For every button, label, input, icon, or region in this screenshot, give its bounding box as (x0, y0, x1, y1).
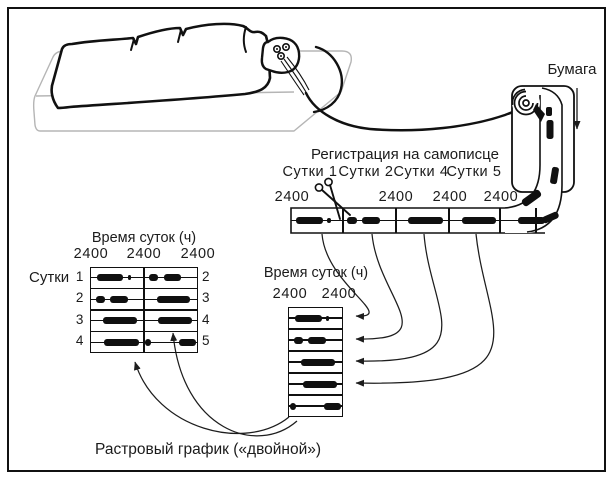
single-raster-plot (288, 307, 343, 417)
plot-row-separator (90, 330, 198, 333)
activity-bar (347, 217, 357, 224)
activity-bar (178, 338, 197, 346)
activity-bar (110, 295, 128, 303)
activity-bar (461, 217, 496, 224)
double-plot-tick-label: 2400 (126, 246, 162, 262)
strip-divider (448, 208, 450, 233)
arrow-day3 (355, 233, 443, 365)
row-number-right: 2 (202, 268, 211, 284)
scissors-icon (314, 177, 351, 220)
activity-bar (301, 358, 336, 366)
eeg-wires (280, 56, 310, 96)
strip-divider (342, 208, 344, 233)
row-number-right: 3 (202, 290, 211, 306)
activity-bar (145, 338, 152, 346)
activity-bar (325, 315, 329, 321)
paper-label: Бумага (547, 61, 597, 78)
strip-day-label: Сутки 2 (338, 164, 394, 180)
activity-bar (103, 317, 137, 325)
activity-bar (293, 336, 304, 344)
arrow-replot-2 (170, 332, 298, 437)
activity-bar (95, 295, 105, 303)
replot-arrows (134, 332, 298, 437)
double-plot-side-label: Сутки (29, 269, 70, 286)
strip-to-plot-arrows (321, 233, 495, 387)
activity-bar (127, 275, 131, 281)
strip-tick-label: 2400 (274, 189, 310, 205)
double-plot-tick-label: 2400 (73, 246, 109, 262)
plot-row-baseline (91, 341, 197, 343)
activity-bar (289, 402, 296, 410)
activity-bar (104, 338, 139, 346)
plot-row-baseline (289, 405, 342, 407)
arrow-day2 (355, 233, 403, 343)
activity-bar (327, 218, 331, 223)
strip-divider (395, 208, 397, 233)
activity-bar (294, 314, 322, 322)
paper-trace-marks (521, 107, 559, 224)
plot-row-separator (90, 309, 198, 311)
strip-day-label: Сутки 5 (446, 164, 502, 180)
plot-row-separator (90, 287, 198, 290)
row-number-right: 4 (202, 311, 211, 327)
recorder-strip (291, 208, 545, 233)
plot-row-baseline (91, 320, 197, 322)
activity-bar (149, 274, 159, 282)
plot-row-baseline (91, 298, 197, 300)
double-plot-title: Время суток (ч) (91, 230, 197, 246)
recorder-caption: Регистрация на самописце (311, 146, 499, 163)
plot-row-separator (288, 394, 343, 396)
row-number-left: 4 (75, 333, 84, 349)
electrode-icon (272, 42, 290, 60)
strip-divider (499, 208, 501, 233)
activity-bar (163, 274, 182, 282)
sleeping-person-icon (50, 22, 272, 110)
double-raster-plot (90, 267, 198, 353)
strip-tick-label: 2400 (432, 189, 468, 205)
arrow-day1 (321, 233, 370, 320)
strip-tick-label: 2400 (483, 189, 519, 205)
strip-day-label: Сутки 4 (393, 164, 449, 180)
activity-bar (296, 217, 324, 224)
activity-bar (96, 274, 124, 282)
signal-cable (304, 91, 536, 132)
row-number-left: 1 (75, 268, 84, 284)
plot-row-separator (288, 328, 343, 330)
single-plot-tick-label: 2400 (321, 286, 357, 302)
head-with-electrodes (260, 36, 310, 96)
arrow-replot-1 (134, 361, 290, 435)
row-number-left: 3 (75, 311, 84, 327)
activity-bar (518, 217, 545, 224)
strip-day-label: Сутки 1 (282, 164, 338, 180)
double-plot-tick-label: 2400 (180, 246, 216, 262)
single-plot-tick-label: 2400 (272, 286, 308, 302)
activity-bar (157, 317, 193, 325)
single-plot-title: Время суток (ч) (263, 265, 369, 281)
figure-border (7, 7, 606, 472)
pillow-outline (312, 45, 344, 114)
strip-tick-label: 2400 (378, 189, 414, 205)
figure-caption: Растровый график («двойной») (95, 441, 322, 458)
activity-bar (302, 380, 338, 388)
pen-icon (533, 104, 545, 122)
row-number-right: 5 (202, 333, 211, 349)
row-number-left: 2 (75, 290, 84, 306)
plot-row-baseline (91, 277, 197, 279)
arrow-day4 (355, 233, 495, 387)
activity-bar (362, 217, 381, 224)
activity-bar (156, 295, 191, 303)
activity-bar (323, 402, 342, 410)
plot-row-separator (288, 350, 343, 352)
activity-bar (308, 336, 326, 344)
activity-bar (408, 217, 443, 224)
plot-row-separator (288, 372, 343, 374)
